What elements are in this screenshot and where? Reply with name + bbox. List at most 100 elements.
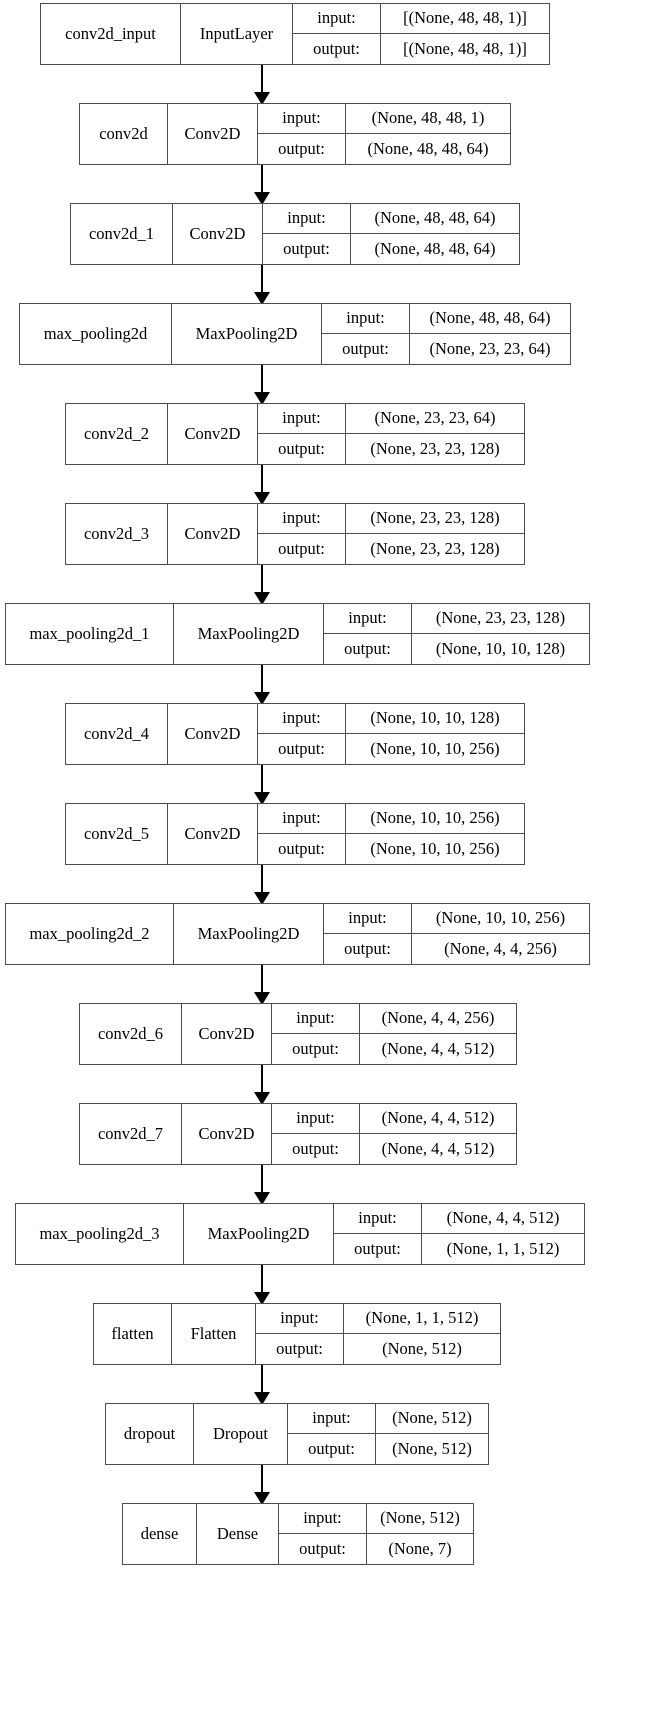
layer-name: conv2d_3	[66, 504, 168, 564]
input-label: input:	[293, 4, 381, 33]
layer-name: max_pooling2d_3	[16, 1204, 184, 1264]
layer-type: Conv2D	[182, 1104, 272, 1164]
output-shape: (None, 1, 1, 512)	[446, 1238, 560, 1258]
layer-output-row: output:(None, 7)	[279, 1534, 473, 1564]
layer-input-row: input:(None, 10, 10, 128)	[258, 704, 524, 734]
layer-io-table: input:[(None, 48, 48, 1)]output:[(None, …	[293, 4, 549, 64]
input-shape: (None, 48, 48, 64)	[429, 308, 551, 328]
layer-io-table: input: (None, 48, 48, 64) output: (None, 23…	[322, 304, 570, 364]
layer-input-row: input:(None, 4, 4, 512)	[334, 1204, 584, 1234]
input-label: input:	[258, 404, 346, 433]
layer-io-table: input:(None, 4, 4, 512)output:(None, 4, …	[272, 1104, 516, 1164]
input-label: input:	[258, 804, 346, 833]
layer-name: conv2d_1	[71, 204, 173, 264]
layer-io-table: input:(None, 23, 23, 128)output:(None, 2…	[258, 504, 524, 564]
edge-arrowhead	[254, 1192, 270, 1205]
layer-input-row: input:(None, 23, 23, 128)	[258, 504, 524, 534]
edge-line	[261, 865, 263, 892]
layer-type: Conv2D	[168, 804, 258, 864]
output-shape: (None, 4, 4, 256)	[444, 938, 557, 958]
layer-io-table: input:(None, 512)output:(None, 7)	[279, 1504, 473, 1564]
edge-line	[261, 1465, 263, 1492]
output-shape: (None, 48, 48, 64)	[374, 238, 496, 258]
edge-arrowhead	[254, 692, 270, 705]
layer-io-table: input:(None, 48, 48, 1)output:(None, 48,…	[258, 104, 510, 164]
layer-output-row: output: (None, 1, 1, 512)	[334, 1234, 584, 1264]
edge-line	[261, 65, 263, 92]
layer-input-row: input: [(None, 48, 48, 1)]	[293, 4, 549, 34]
layer-input-row: input:(None, 4, 4, 512)	[272, 1104, 516, 1134]
layer-io-table: input:(None, 23, 23, 128)output:(None, 1…	[324, 604, 589, 664]
input-shape: [(None, 48, 48, 1)]	[403, 8, 527, 28]
edge-line	[261, 1065, 263, 1092]
output-shape: (None, 7)	[388, 1538, 452, 1558]
layer-type: InputLayer	[181, 4, 293, 64]
layer-output-row: output:(None, 10, 10, 128)	[324, 634, 589, 664]
input-label: input:	[324, 904, 412, 933]
layer-input-row: input:(None, 23, 23, 64)	[258, 404, 524, 434]
layer-name: dense	[123, 1504, 197, 1564]
layer-name: conv2d_6	[80, 1004, 182, 1064]
layer-io-table: input:(None, 4, 4, 512)output: (None, 1, …	[334, 1204, 584, 1264]
layer-type: MaxPooling2D	[172, 304, 322, 364]
input-shape: (None, 10, 10, 256)	[370, 808, 500, 828]
layer-input-row: input:(None, 512)	[279, 1504, 473, 1534]
input-shape: (None, 4, 4, 512)	[446, 1208, 560, 1228]
output-label: output:	[322, 334, 410, 364]
layer-type: Dense	[197, 1504, 279, 1564]
input-label: input:	[272, 1004, 360, 1033]
edge-line	[261, 165, 263, 192]
input-shape: (None, 10, 10, 256)	[435, 908, 566, 928]
layer-name: dropout	[106, 1404, 194, 1464]
layer-output-row: output:(None, 4, 4, 512)	[272, 1034, 516, 1064]
output-label: output:	[258, 434, 346, 464]
edge-line	[261, 265, 263, 292]
output-label: output:	[256, 1334, 344, 1364]
input-shape: (None, 4, 4, 256)	[381, 1008, 495, 1028]
output-shape: (None, 23, 23, 128)	[370, 538, 500, 558]
layer-input-row: input: (None, 4, 4, 256)	[272, 1004, 516, 1034]
layer-io-table: input:(None, 10, 10, 256)output:(None, 1…	[258, 804, 524, 864]
layer-type: Conv2D	[168, 704, 258, 764]
layer-type: MaxPooling2D	[184, 1204, 334, 1264]
layer-input-row: input: (None, 10, 10, 256)	[324, 904, 589, 934]
output-label: output:	[272, 1034, 360, 1064]
layer-output-row: output:(None, 512)	[288, 1434, 488, 1464]
layer-io-table: input:(None, 48, 48, 64)output:(None, 48…	[263, 204, 519, 264]
layer-type: Conv2D	[173, 204, 263, 264]
layer-input-row: input:(None, 48, 48, 64)	[263, 204, 519, 234]
input-label: input:	[258, 504, 346, 533]
input-label: input:	[322, 304, 410, 333]
output-shape: (None, 23, 23, 64)	[429, 338, 551, 358]
edge-arrowhead	[254, 892, 270, 905]
output-shape: [(None, 48, 48, 1)]	[403, 38, 527, 58]
layer-type: Conv2D	[168, 104, 258, 164]
edge-line	[261, 1165, 263, 1192]
output-label: output:	[334, 1234, 422, 1264]
output-label: output:	[258, 834, 346, 864]
input-label: input:	[258, 704, 346, 733]
layer-output-row: output:(None, 48, 48, 64)	[258, 134, 510, 164]
output-shape: (None, 48, 48, 64)	[367, 138, 489, 158]
input-label: input:	[263, 204, 351, 233]
layer-type: Flatten	[172, 1304, 256, 1364]
layer-name: conv2d_5	[66, 804, 168, 864]
input-label: input:	[288, 1404, 376, 1433]
edge-line	[261, 1265, 263, 1292]
